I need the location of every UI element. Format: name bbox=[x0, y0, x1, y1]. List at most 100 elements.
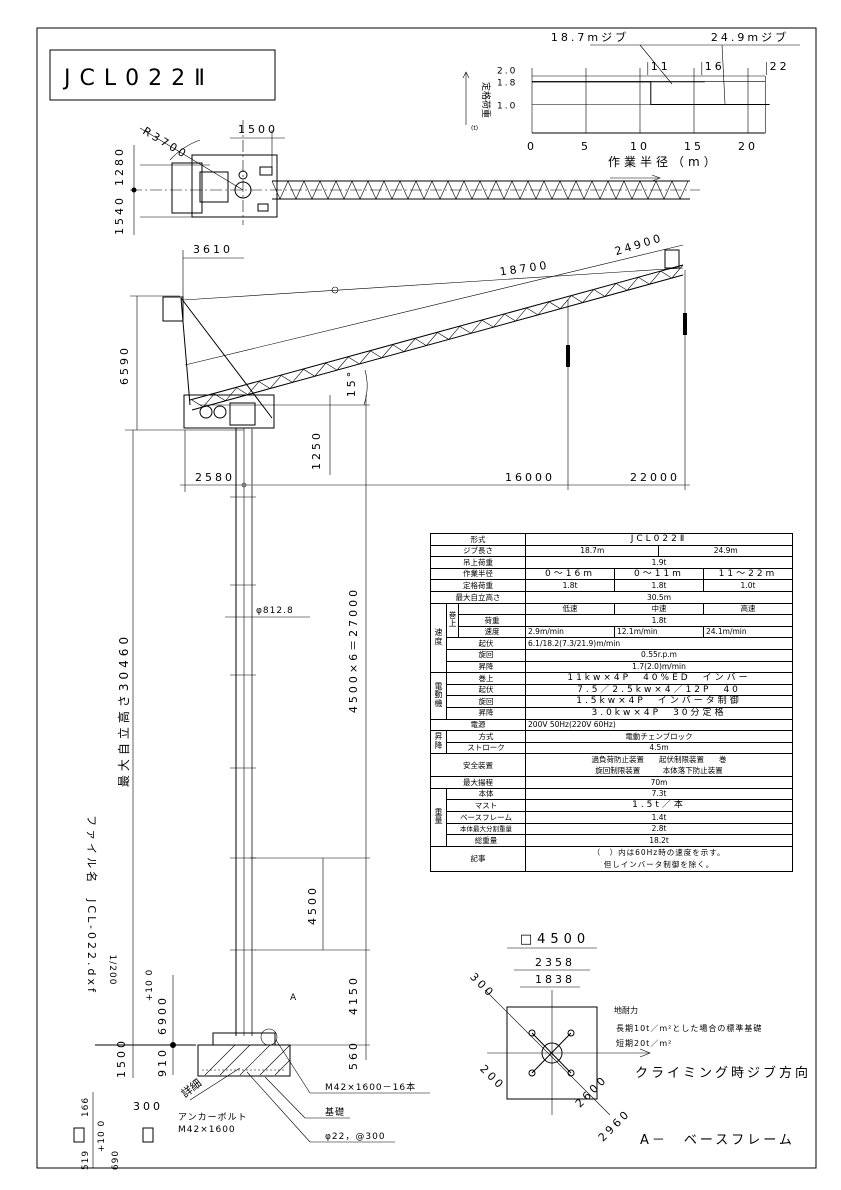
detail-label: 詳細 bbox=[178, 1076, 204, 1101]
chart-xlabel: 作業半径（m） bbox=[608, 155, 720, 169]
row-label: 電源 bbox=[429, 718, 527, 732]
row-label: 安全装置 bbox=[429, 753, 527, 778]
cab bbox=[162, 296, 184, 322]
dim-tolerance: +10 0 bbox=[97, 1120, 107, 1153]
x-tick-label: 5 bbox=[581, 140, 591, 153]
box bbox=[259, 166, 273, 176]
drum bbox=[213, 405, 227, 419]
a-frame bbox=[180, 297, 273, 419]
dim-166: 166 bbox=[81, 1097, 91, 1117]
section-mark: A bbox=[290, 993, 297, 1003]
arrow-right-icon bbox=[639, 1048, 651, 1058]
soil-short: 短期20t／m² bbox=[616, 1038, 672, 1048]
anchor-bolt-icon bbox=[73, 1127, 85, 1143]
legend-leader-24-9 bbox=[721, 44, 726, 105]
jib-plan-lattice bbox=[271, 180, 689, 200]
dim-16000: 16000 bbox=[505, 471, 555, 484]
turntable-plan bbox=[191, 154, 278, 218]
row-label: マスト bbox=[445, 799, 527, 813]
group-label: 重量 bbox=[430, 787, 447, 847]
dim-square-4500: □4500 bbox=[520, 932, 590, 947]
foundation: 1500 910 6900 +10 0 A M42×1600－16本 基礎 φ2… bbox=[73, 969, 430, 1170]
row-label: 方式 bbox=[445, 730, 527, 743]
mast-diameter: φ812.8 bbox=[256, 606, 294, 616]
group-label: 昇降 bbox=[430, 730, 447, 755]
x-tick-label: 20 bbox=[738, 140, 758, 153]
leader bbox=[246, 1071, 311, 1143]
row-value: 1.4t bbox=[525, 811, 793, 824]
row-value: 11～22m bbox=[702, 567, 794, 581]
row-value: 7.3t bbox=[525, 787, 793, 801]
note-line: （ ）内は60Hz時の速度を示す。 bbox=[592, 847, 726, 857]
row-label: ジブ長さ bbox=[429, 544, 527, 558]
y-tick-label: 1.0 bbox=[497, 102, 517, 112]
row-value: 0.55r.p.m bbox=[525, 648, 793, 662]
plan-view: 1500 R3700 1280 1540 bbox=[113, 120, 700, 235]
detail-leader bbox=[189, 1067, 241, 1101]
leader bbox=[264, 1076, 306, 1119]
safety-line: 旋回制限装置 本体落下防止装置 bbox=[595, 766, 723, 776]
chart-ylabel: 定格荷重 bbox=[480, 82, 492, 118]
row-label: 昇降 bbox=[445, 706, 527, 720]
row-value: JCL022Ⅱ bbox=[525, 533, 793, 546]
base-frame-caption: A－ ベースフレーム bbox=[640, 1133, 795, 1148]
frame-arm bbox=[531, 1032, 572, 1074]
row-value: 12.1m/min bbox=[614, 625, 704, 639]
machinery-deck bbox=[183, 394, 275, 429]
safety-line: 過負荷防止装置 起伏制限装置 巻 bbox=[591, 755, 727, 765]
dim-1250: 1250 bbox=[310, 430, 323, 470]
jib-direction: クライミング時ジブ方向 bbox=[635, 1065, 811, 1081]
row-value: 18.7m bbox=[525, 544, 660, 558]
table-row: 記事（ ）内は60Hz時の速度を示す。但しインバータ制御を除く。 bbox=[429, 845, 793, 872]
row-label: 最大揚程 bbox=[429, 776, 527, 789]
row-value: 7.5／2.5kw×4／12P 40 bbox=[525, 683, 793, 697]
drawing-title: JCL022Ⅱ bbox=[62, 66, 214, 91]
bolt-spec: M42×1600－16本 bbox=[325, 1081, 416, 1093]
table-row: 速度巻上低速中速高速 bbox=[430, 602, 794, 674]
legend-leader-18-7 bbox=[639, 44, 673, 85]
dim-22000: 22000 bbox=[630, 471, 680, 484]
dim-18700-label: 18700 bbox=[499, 259, 550, 279]
soil-long: 長期10t／m²とした場合の標準基礎 bbox=[616, 1023, 762, 1033]
row-value: 30.5m bbox=[525, 590, 793, 604]
counterweight bbox=[171, 162, 203, 214]
pendant-node bbox=[331, 286, 339, 294]
row-value: 1.5t／本 bbox=[525, 799, 793, 813]
soil-title: 地耐力 bbox=[614, 1005, 638, 1015]
hook-icon bbox=[683, 313, 687, 335]
mast-sections: 4500×6＝27000 bbox=[347, 587, 360, 713]
row-value: 1.9t bbox=[525, 556, 793, 569]
pendant bbox=[182, 267, 684, 301]
radius-arc bbox=[169, 139, 201, 161]
dim-6590: 6590 bbox=[118, 345, 131, 385]
anchor-spec: M42×1600 bbox=[178, 1125, 236, 1135]
dim-6900: 6900 bbox=[156, 995, 169, 1035]
angle-arc bbox=[363, 369, 368, 406]
dim-2960: 2960 bbox=[596, 1107, 633, 1144]
jib-top-chord bbox=[189, 264, 684, 401]
bolt-icon bbox=[528, 1069, 536, 1077]
row-value: 3.0kw×4P 30分定格 bbox=[525, 706, 793, 720]
jib-bottom-chord bbox=[191, 274, 684, 411]
row-label: 起伏 bbox=[445, 683, 527, 697]
row-value: 70m bbox=[525, 776, 793, 789]
dim-1540: 1540 bbox=[113, 195, 126, 235]
dim-2600: 2600 bbox=[573, 1073, 610, 1110]
radius-marker-label: 22 bbox=[770, 60, 790, 73]
dim-24900-label: 24900 bbox=[613, 231, 665, 258]
row-label: 巻上 bbox=[445, 672, 527, 685]
row-label: ストローク bbox=[445, 741, 527, 755]
